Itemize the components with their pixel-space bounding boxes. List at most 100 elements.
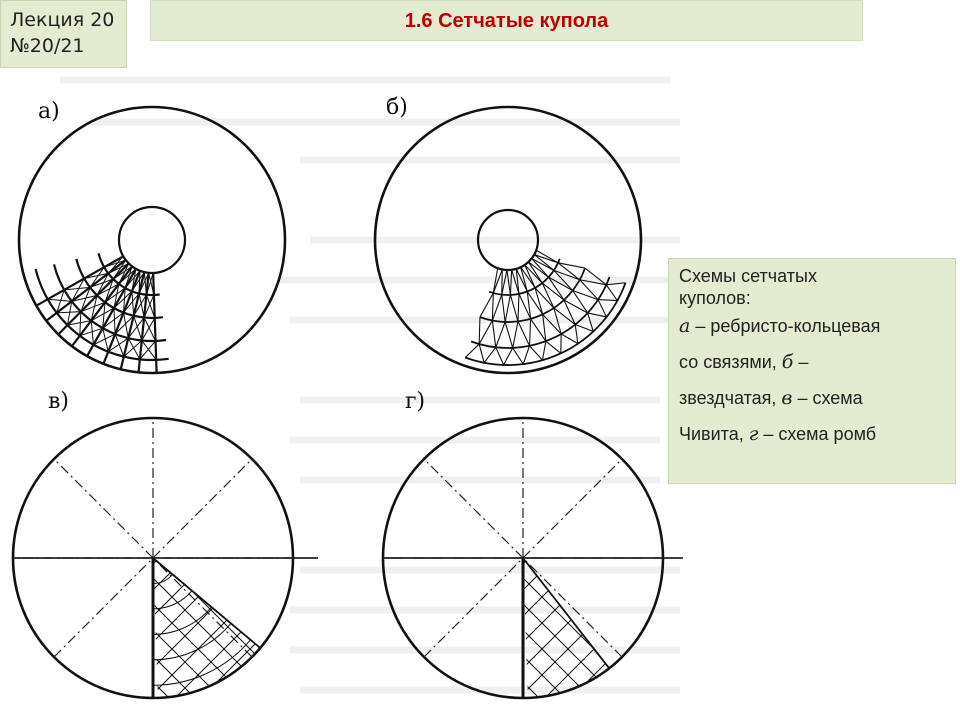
star-brace <box>527 261 543 284</box>
brace-line <box>145 272 154 295</box>
brace-line <box>131 291 135 316</box>
brace-line <box>123 293 140 313</box>
star-brace <box>579 279 599 300</box>
brace-line <box>112 259 127 280</box>
star-brace <box>542 313 562 335</box>
diagonal-line <box>523 558 592 698</box>
brace-line <box>138 293 145 318</box>
diagonal-line <box>153 558 261 698</box>
star-brace <box>478 343 485 363</box>
star-brace <box>530 318 547 342</box>
panel-g-mesh <box>521 557 610 698</box>
brace-line <box>127 317 145 339</box>
brace-line <box>93 333 116 346</box>
star-brace <box>553 307 562 335</box>
rib-line <box>102 270 141 365</box>
mesh-ring <box>152 574 173 584</box>
star-brace <box>504 294 511 323</box>
ring-arc <box>52 264 167 343</box>
star-brace <box>504 321 514 349</box>
lecture-range: №20/21 <box>10 35 85 57</box>
star-brace <box>575 324 594 332</box>
star-brace <box>495 321 506 348</box>
brace-line <box>67 320 92 326</box>
diagonal-line <box>153 558 222 698</box>
rib-line <box>152 272 158 373</box>
star-brace <box>501 269 508 295</box>
ring-arc <box>464 282 627 366</box>
star-brace <box>492 268 499 294</box>
panel-b-star-dome: б) <box>373 95 643 375</box>
brace-line <box>104 287 126 303</box>
star-brace <box>533 254 555 271</box>
star-brace <box>491 294 503 321</box>
star-brace <box>524 264 536 289</box>
brace-line <box>123 287 126 313</box>
panel-b-outer-ring <box>373 105 643 375</box>
panel-v-label: в) <box>48 389 69 414</box>
mesh-ring <box>152 639 251 686</box>
brace-line <box>118 263 130 285</box>
brace-line <box>145 294 156 319</box>
star-brace <box>483 346 497 364</box>
brace-line <box>138 270 141 294</box>
ring-arc <box>34 268 169 362</box>
star-brace <box>509 294 519 322</box>
description-item-g: Чивита, г – схема ромб <box>679 423 877 445</box>
panel-b-inner-ring <box>476 208 540 272</box>
star-brace <box>587 312 594 332</box>
panel-a-label: а) <box>38 99 60 124</box>
rib-line <box>35 255 124 307</box>
brace-line <box>148 272 155 296</box>
panel-g-label: г) <box>405 389 425 414</box>
brace-line <box>133 294 147 317</box>
rib-line <box>71 265 134 347</box>
brace-line <box>89 278 114 288</box>
diagonal-line <box>523 558 610 698</box>
star-brace <box>518 293 532 320</box>
brace-line <box>139 340 156 360</box>
description-item-v: звездчатая, в – схема <box>679 387 863 409</box>
brace-line <box>114 333 125 357</box>
star-brace <box>522 345 531 365</box>
description-item-b: со связями, б – <box>679 351 809 373</box>
brace-line <box>124 266 133 289</box>
slide-title-bar: 1.6 Сетчатые купола <box>150 0 863 41</box>
star-brace <box>526 291 544 315</box>
diagonal-line <box>523 558 610 698</box>
star-brace <box>553 307 576 325</box>
brace-line <box>96 273 109 296</box>
brace-line <box>107 255 124 274</box>
brace-line <box>143 294 155 318</box>
panel-v-chivit-scheme: в) <box>11 389 318 700</box>
rib-line <box>119 271 146 370</box>
star-brace <box>478 317 481 345</box>
background-scan-texture <box>60 76 680 694</box>
star-brace <box>531 257 555 271</box>
star-brace <box>501 269 503 295</box>
brace-line <box>102 302 106 329</box>
brace-line <box>141 317 156 341</box>
diagonal-line <box>153 558 261 698</box>
star-brace <box>512 321 519 349</box>
star-brace <box>579 279 607 286</box>
brace-line <box>123 340 143 358</box>
ring-arc <box>470 276 611 349</box>
brace-line <box>104 259 126 268</box>
brace-line <box>64 286 91 291</box>
star-brace <box>534 254 559 264</box>
brace-line <box>113 308 116 335</box>
panel-b-mesh <box>464 249 627 366</box>
brace-line <box>114 315 135 335</box>
brace-line <box>143 317 156 342</box>
brace-line <box>102 312 124 329</box>
star-brace <box>512 347 524 365</box>
brace-line <box>71 294 98 302</box>
star-brace <box>563 299 576 325</box>
star-brace <box>515 268 528 292</box>
star-brace <box>520 267 528 292</box>
star-brace <box>606 282 626 286</box>
brace-line <box>84 272 109 280</box>
star-brace <box>557 262 586 269</box>
brace-line <box>112 265 133 280</box>
